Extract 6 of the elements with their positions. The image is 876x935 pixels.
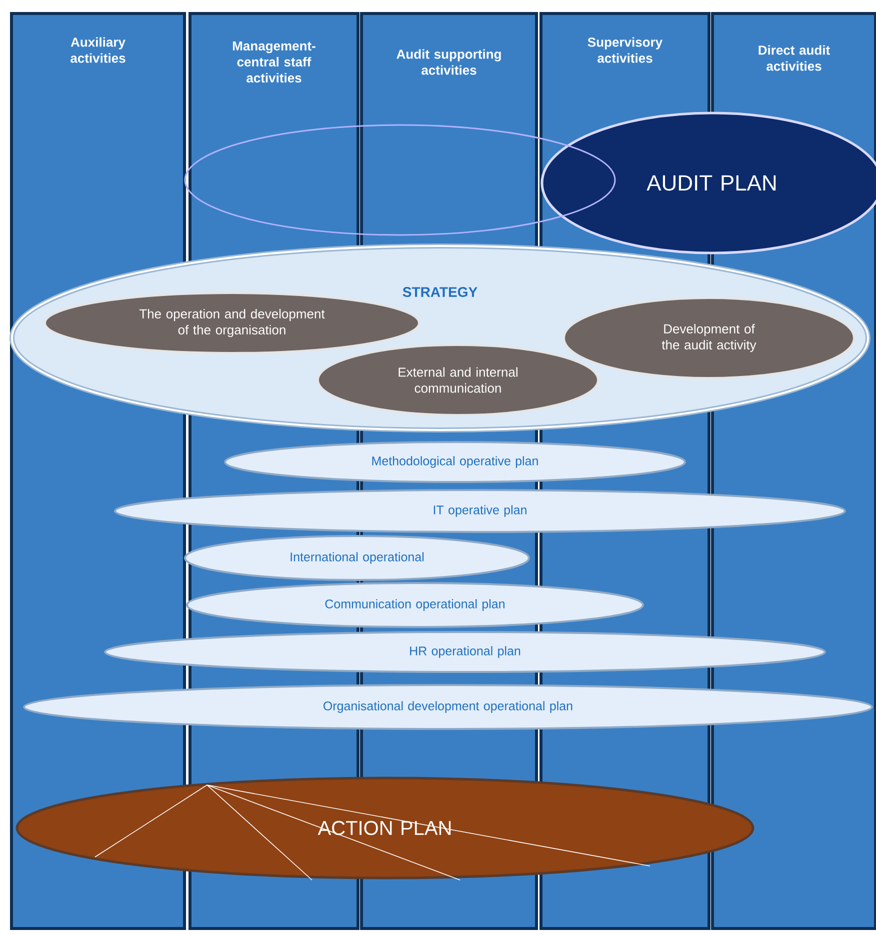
ellipse-outline: [184, 124, 616, 236]
column-header: Audit supporting activities: [396, 49, 501, 75]
column-header: Direct audit activities: [758, 45, 830, 71]
column-header: Auxiliary activities: [70, 37, 126, 63]
column-header: Supervisory activities: [588, 37, 662, 63]
column-header: Management-central staff activities: [232, 41, 316, 83]
